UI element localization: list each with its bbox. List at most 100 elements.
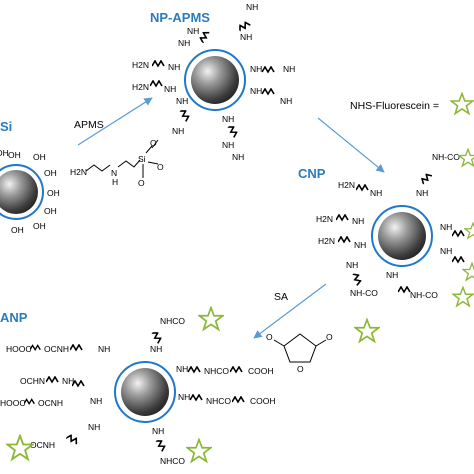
shell-ring [114, 361, 176, 423]
zigzag-linker-icon [419, 171, 433, 186]
nhco-group: NHCO [206, 396, 231, 406]
zigzag-linker-icon [198, 29, 211, 44]
nh-group: NH [346, 260, 358, 270]
nh-group: NH [240, 32, 252, 42]
particle-icon [378, 212, 426, 260]
nh-group: NH [98, 344, 110, 354]
nh-group: NH [187, 26, 199, 36]
hooc-group: HOOC [6, 344, 32, 354]
nh-group: NH [176, 96, 188, 106]
star-icon [450, 92, 474, 115]
star-icon [462, 262, 474, 281]
zigzag-linker-icon [150, 329, 163, 345]
cnp-particle: CNP H2N NH NH-CO NH H2N NH H2N NH NH NH … [298, 148, 474, 343]
nh2-group: NH [246, 2, 258, 12]
hooc-group: HOOC [0, 398, 26, 408]
star-icon [452, 286, 474, 307]
oh-group: OH [0, 148, 9, 158]
nh-group: NH [90, 396, 102, 406]
zigzag-linker-icon [226, 123, 239, 139]
nh-co-group: NH-CO [410, 290, 438, 300]
h2n-group: H2N [318, 236, 335, 246]
zigzag-linker-icon [336, 214, 349, 221]
star-icon [186, 438, 212, 463]
nh-co-group: NH-CO [350, 288, 378, 298]
amine-h: H [112, 177, 118, 187]
zigzag-linker-icon [262, 66, 275, 73]
star-icon [198, 306, 224, 331]
zigzag-linker-icon [230, 366, 243, 373]
carbonyl-o: O [326, 332, 333, 342]
nh-group: NH [176, 364, 188, 374]
nh-group: NH [370, 188, 382, 198]
zigzag-linker-icon [70, 344, 83, 351]
np-apms-particle: NP-APMS NH NH NH NH H2N NH H2N NH NH NH … [132, 2, 295, 162]
bare-silica-particle: Si OH OH OH OH OH OH OH OH [0, 119, 60, 235]
nhco-group: NHCO [160, 456, 185, 466]
zigzag-linker-icon [65, 433, 80, 446]
label-apms: APMS [74, 119, 104, 131]
nh-group: NH [168, 62, 180, 72]
nhco-group: NHCO [204, 366, 229, 376]
nh-group: NH [222, 114, 234, 124]
label-canp: ANP [0, 310, 28, 325]
zigzag-linker-icon [190, 394, 203, 401]
star-icon [6, 434, 34, 461]
oh-group: OH [44, 206, 57, 216]
particle-icon [0, 170, 38, 214]
zigzag-linker-icon [452, 230, 465, 237]
nh-group: NH [164, 84, 176, 94]
h2n-group: H2N [132, 60, 149, 70]
nh-group: NH [386, 270, 398, 280]
star-icon [464, 222, 474, 239]
star-icon [458, 148, 474, 167]
label-np-apms: NP-APMS [150, 10, 210, 25]
cooh-group: COOH [248, 366, 274, 376]
nh-group: NH [440, 222, 452, 232]
h2n-group: H2N [132, 82, 149, 92]
apms-structure: H2N N H Si O O O [70, 138, 164, 188]
zigzag-linker-icon [24, 398, 36, 405]
methoxy-o: O [150, 138, 157, 148]
sa-step: SA O O O [253, 283, 333, 374]
nh-group: NH [178, 38, 190, 48]
succinic-anhydride-structure: O O O [266, 332, 333, 374]
zigzag-linker-icon [150, 80, 163, 87]
silica-shell-ring [0, 164, 44, 220]
amine-n: N [111, 168, 117, 178]
zigzag-linker-icon [338, 236, 351, 243]
oh-group: OH [33, 221, 46, 231]
nh2-group: NH [172, 126, 184, 136]
ring-o: O [297, 364, 304, 374]
zigzag-linker-icon [236, 20, 252, 33]
oh-group: OH [47, 188, 60, 198]
arrow-icon [317, 117, 385, 173]
zigzag-linker-icon [30, 344, 42, 351]
ocnh-group: OCNH [44, 344, 69, 354]
oh-group: OH [8, 150, 21, 160]
zigzag-linker-icon [46, 376, 59, 383]
apms-step: APMS H2N N H Si O O O [70, 97, 164, 188]
label-sa: SA [274, 291, 288, 303]
particle-icon [121, 368, 169, 416]
ocnh-group: OCNH [30, 440, 55, 450]
oh-group: OH [11, 225, 24, 235]
label-cnp: CNP [298, 166, 326, 181]
zigzag-linker-icon [356, 184, 369, 191]
zigzag-linker-icon [154, 437, 167, 453]
star-icon [354, 318, 380, 343]
ocnh-group: OCNH [38, 398, 63, 408]
nh-group: NH [250, 64, 262, 74]
particle-icon [191, 56, 239, 104]
methoxy-o: O [138, 178, 145, 188]
label-si: Si [0, 119, 12, 134]
h2n-group: H2N [316, 214, 333, 224]
nh-group: NH [62, 376, 74, 386]
zigzag-linker-icon [152, 60, 165, 67]
carbonyl-o: O [266, 332, 273, 342]
zigzag-linker-icon [232, 396, 245, 403]
zigzag-linker-icon [262, 88, 275, 95]
zigzag-linker-icon [452, 256, 465, 263]
nhco-group: NHCO [160, 316, 185, 326]
